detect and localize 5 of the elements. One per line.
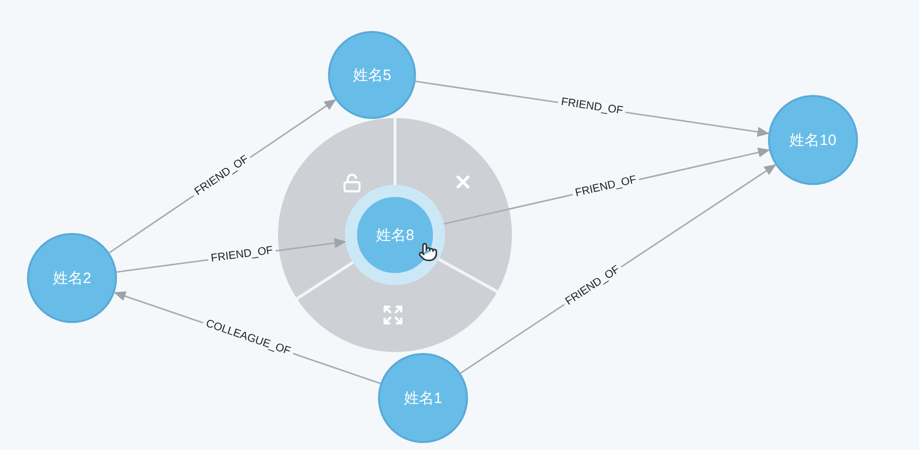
node-label: 姓名5: [352, 66, 392, 84]
node-label: 姓名10: [790, 130, 836, 150]
node-label: 姓名1: [404, 388, 442, 408]
node-label: 姓名8: [376, 226, 414, 244]
node-label: 姓名2: [52, 268, 92, 288]
